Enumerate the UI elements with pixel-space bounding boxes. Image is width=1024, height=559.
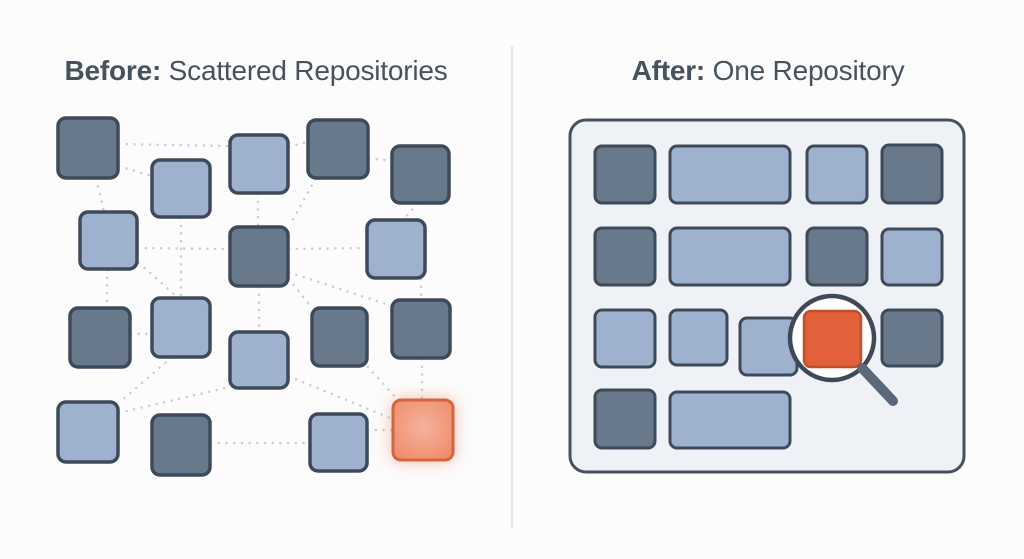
dotted-connection-line [367, 156, 393, 163]
divider [511, 46, 513, 528]
repo-block-light [668, 226, 792, 287]
repo-square-light [78, 210, 139, 271]
dotted-connection-line [137, 261, 177, 297]
repo-square-dark [306, 118, 370, 180]
dotted-connection-line [402, 202, 419, 221]
magnifier-handle-icon [857, 363, 898, 406]
repo-block-dark [880, 308, 944, 368]
after-title: After: One Repository [512, 54, 1024, 88]
repo-square-light [56, 400, 120, 464]
before-title: Before: Scattered Repositories [0, 54, 512, 88]
before-title-prefix: Before: [64, 55, 162, 86]
repo-square-light [228, 330, 290, 390]
repo-block-dark [593, 388, 657, 450]
dotted-connection-line [117, 164, 153, 178]
repo-square-dark [68, 306, 132, 369]
before-title-text: Scattered Repositories [161, 55, 448, 86]
repo-square-dark [390, 144, 451, 205]
repo-block-dark [593, 144, 657, 205]
dotted-connection-line [287, 246, 368, 251]
repo-square-light [365, 218, 427, 280]
dotted-connection-line [287, 270, 393, 308]
repo-block-light [668, 308, 729, 367]
repo-block-dark [593, 226, 657, 287]
repo-block-light [668, 390, 792, 450]
monorepo-container [568, 118, 966, 474]
dotted-connection-line [117, 385, 231, 415]
dotted-connection-line [287, 140, 309, 149]
dotted-connection-line [136, 246, 231, 251]
repo-square-dark [390, 298, 452, 360]
repo-square-dark [150, 413, 212, 477]
highlighted-repo-square [391, 398, 455, 462]
repo-block-dark [880, 143, 944, 205]
repo-square-light [150, 158, 212, 219]
dotted-connection-line [289, 177, 317, 226]
dotted-connection-line [366, 365, 399, 401]
one-repository-group [568, 118, 966, 474]
repo-square-light [308, 412, 369, 473]
highlighted-repo-block [802, 309, 863, 369]
repo-square-dark [228, 225, 290, 288]
dotted-connection-line [94, 177, 106, 213]
dotted-connection-line [287, 277, 313, 309]
after-title-prefix: After: [631, 55, 706, 86]
repo-block-dark [805, 226, 869, 287]
repo-square-dark [56, 116, 120, 180]
repo-block-light [593, 308, 657, 369]
repo-square-dark [310, 306, 369, 368]
repo-square-light [150, 296, 212, 359]
after-title-text: One Repository [705, 55, 905, 86]
scattered-repositories-group [56, 116, 455, 477]
connection-lines [94, 140, 424, 445]
dotted-connection-line [117, 142, 231, 148]
repo-block-light [880, 227, 944, 287]
repo-square-light [228, 133, 290, 195]
repo-block-light [805, 144, 869, 205]
repo-block-light [738, 316, 799, 377]
repo-block-light [668, 144, 792, 205]
